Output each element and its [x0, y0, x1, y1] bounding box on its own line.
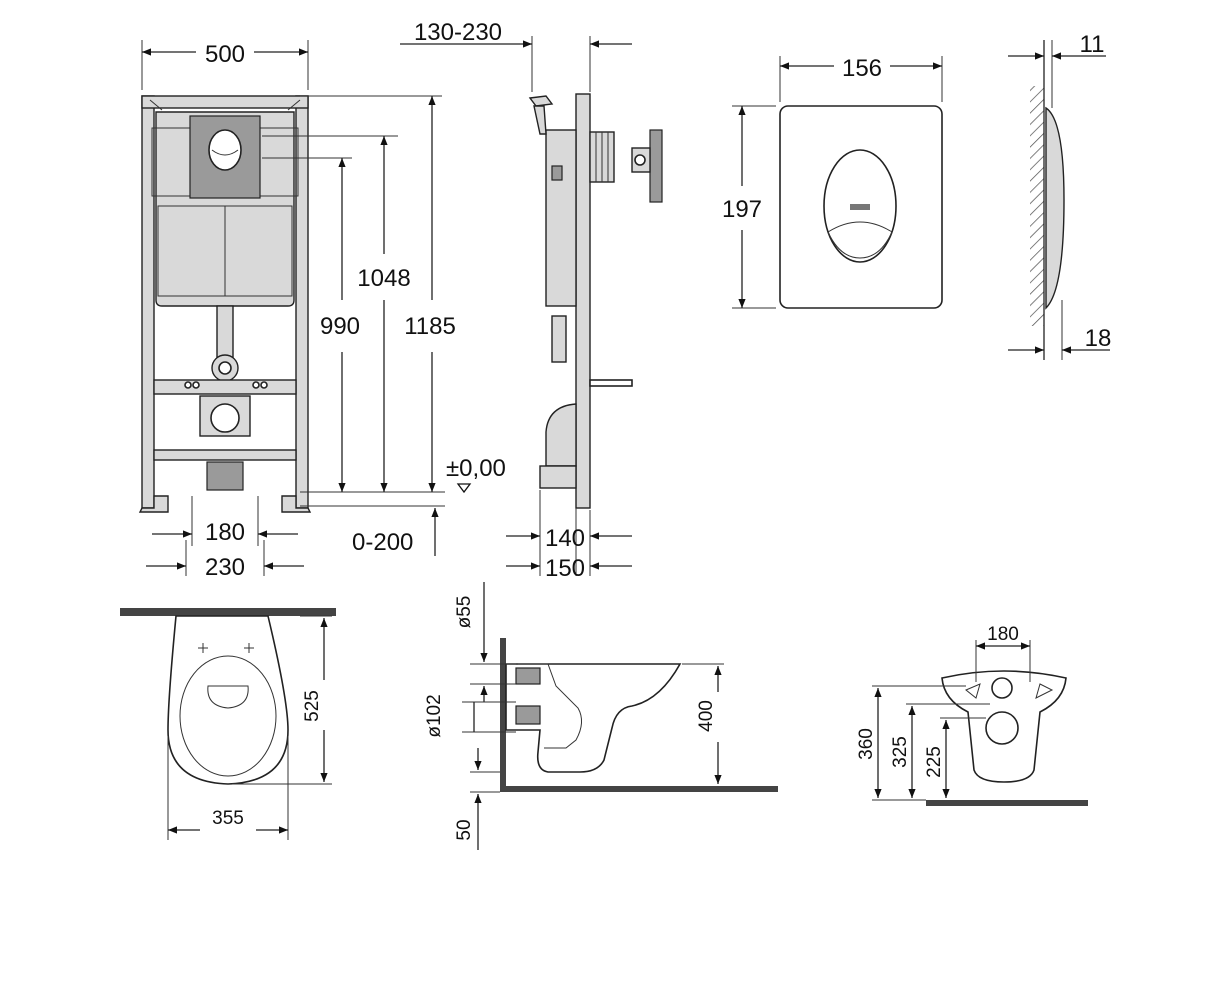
- dim-outlet-height: 990: [320, 313, 360, 340]
- frame-side-dimensions: 130-230 140 150: [400, 19, 632, 582]
- dim-bolt-outer: 230: [205, 554, 245, 581]
- dim-wall-depth: 130-230: [414, 19, 502, 46]
- frame-front-view: [138, 95, 312, 513]
- flush-plate-side: [1030, 40, 1065, 360]
- dim-floor-offset: 50: [454, 819, 475, 840]
- dim-rear-height-inlet: 325: [890, 736, 911, 768]
- dim-frame-width: 500: [205, 41, 245, 68]
- frame-side-view: [528, 93, 663, 509]
- bowl-side-dimensions: ø55 ø102 400 50: [424, 582, 724, 850]
- dim-plate-height: 197: [722, 196, 762, 223]
- dim-plate-thickness-bottom: 18: [1085, 325, 1112, 352]
- frame-front-dimensions: 500 990 1048 1185 ±0,00 0-200 180: [141, 40, 506, 581]
- dim-depth-a: 140: [545, 525, 585, 552]
- flush-plate-side-dimensions: 11 18: [1008, 31, 1112, 354]
- bowl-rear-dimensions: 180 360 325 225: [856, 624, 1031, 801]
- dim-rear-bolt-spacing: 180: [987, 624, 1019, 645]
- floor-level-label: ±0,00: [446, 455, 506, 482]
- bowl-rear-view: [926, 670, 1088, 806]
- dim-bowl-length: 525: [302, 690, 323, 722]
- dim-inlet-diameter: ø55: [454, 596, 475, 629]
- dim-rear-height-outlet: 225: [924, 746, 945, 778]
- flush-plate-dimensions: 156 197: [722, 55, 943, 309]
- dim-button-height: 1048: [357, 265, 410, 292]
- dim-bowl-width: 355: [212, 808, 244, 829]
- dim-rear-height-top: 360: [856, 728, 877, 760]
- dim-total-height: 1185: [404, 313, 456, 340]
- flush-mechanism-icon: [631, 129, 663, 203]
- dim-depth-b: 150: [545, 555, 585, 582]
- brand-logo-icon: [850, 204, 870, 210]
- dim-bowl-height: 400: [696, 700, 717, 732]
- dim-plate-width: 156: [842, 55, 882, 82]
- dim-leg-adjust: 0-200: [352, 529, 413, 556]
- flush-plate-front: [779, 105, 943, 309]
- bowl-top-view: [120, 608, 336, 785]
- dim-plate-thickness-top: 11: [1080, 31, 1105, 58]
- dim-bolt-inner: 180: [205, 519, 245, 546]
- dim-outlet-diameter: ø102: [424, 694, 445, 737]
- bowl-side-view: [500, 638, 778, 792]
- bowl-top-dimensions: 525 355: [167, 615, 332, 840]
